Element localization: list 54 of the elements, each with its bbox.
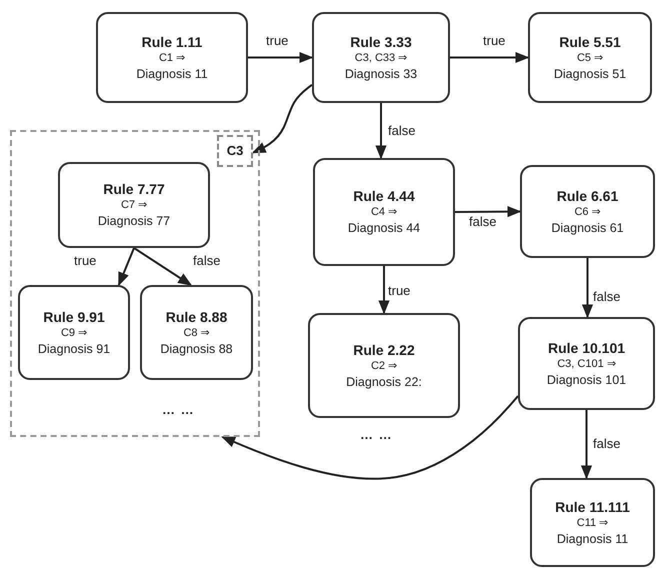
condition-text: C9 ⇒ <box>60 326 88 340</box>
rule-title: Rule 4.44 <box>353 187 415 205</box>
condition-text: C3, C101 ⇒ <box>557 356 616 372</box>
edge-label: false <box>467 214 498 229</box>
rule-title: Rule 11.111 <box>555 498 630 516</box>
diagnosis-text: Diagnosis 33 <box>344 66 418 82</box>
rule-title: Rule 9.91 <box>43 308 105 326</box>
ellipsis-text: … … <box>360 427 393 442</box>
edge-label: false <box>386 123 418 138</box>
arrow <box>133 247 192 286</box>
condition-text: C11 ⇒ <box>576 516 608 530</box>
diagnosis-text: Diagnosis 88 <box>160 340 233 358</box>
condition-text: C8 ⇒ <box>183 326 210 340</box>
arrow <box>378 266 390 314</box>
rule-title: Rule 3.33 <box>350 32 412 50</box>
arrow <box>118 248 135 286</box>
diagnosis-text: Diagnosis 11 <box>136 66 208 82</box>
arrow <box>375 103 387 160</box>
rule-title: Rule 8.88 <box>166 308 228 326</box>
diagnosis-text: Diagnosis 51 <box>554 66 626 82</box>
arrow <box>221 395 519 480</box>
diagnosis-text: Diagnosis 101 <box>546 372 626 388</box>
condition-text: C3, C33 ⇒ <box>354 50 408 66</box>
arrow <box>248 52 314 64</box>
arrow <box>450 52 530 64</box>
diagnosis-text: Diagnosis 61 <box>551 220 624 236</box>
rule-title: Rule 2.22 <box>353 340 415 358</box>
ellipsis-text: … … <box>162 402 195 417</box>
condition-text: C7 ⇒ <box>120 198 148 213</box>
condition-text: C2 ⇒ <box>370 358 398 374</box>
rule-title: Rule 1.11 <box>142 32 202 50</box>
arrow <box>582 258 594 318</box>
rule-title: Rule 7.77 <box>103 180 165 198</box>
rule-title: Rule 5.51 <box>559 32 621 50</box>
condition-text: C5 ⇒ <box>576 50 604 66</box>
diagnosis-text: Diagnosis 91 <box>38 340 110 358</box>
rule-title: C3 <box>226 142 244 160</box>
condition-text: C1 ⇒ <box>158 50 186 66</box>
edge-label: false <box>591 289 622 304</box>
edge-label: false <box>191 253 222 268</box>
arrow <box>455 206 522 218</box>
condition-text: C4 ⇒ <box>370 205 398 220</box>
edge-label: false <box>591 436 622 451</box>
group-container <box>10 130 260 437</box>
diagnosis-text: Diagnosis 77 <box>98 213 170 230</box>
condition-box <box>217 135 253 167</box>
arrow <box>252 84 313 154</box>
diagnosis-text: Diagnosis 22: <box>346 374 422 390</box>
arrow <box>580 410 592 480</box>
rule-title: Rule 6.61 <box>556 186 618 204</box>
diagnosis-text: Diagnosis 11 <box>556 530 628 548</box>
condition-text: C6 ⇒ <box>574 204 601 220</box>
diagnosis-text: Diagnosis 44 <box>348 220 420 237</box>
rule-title: Rule 10.101 <box>548 338 626 356</box>
